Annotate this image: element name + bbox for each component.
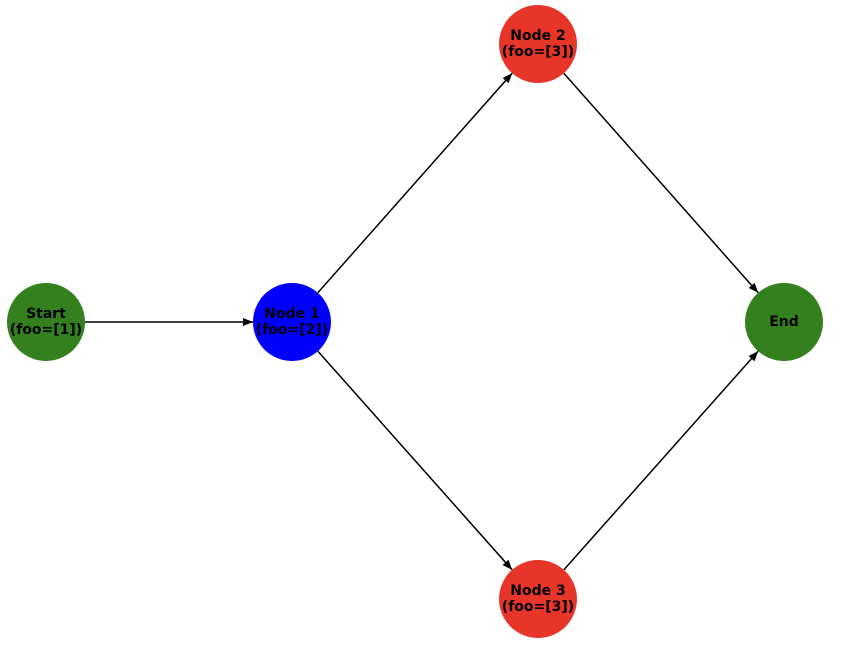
node-label-node3-line-1: Node 3 [510, 583, 565, 599]
edge-node2-to-end [563, 72, 759, 294]
node-label-node2-line-2: (foo=[3]) [502, 44, 574, 60]
node-circle-start [7, 283, 85, 361]
node-label-end-line-1: End [769, 314, 799, 330]
node-label-start-line-2: (foo=[1]) [10, 322, 82, 338]
node-label-node2-line-1: Node 2 [510, 28, 565, 44]
node-circle-end [745, 283, 823, 361]
node-start: Start(foo=[1]) [7, 283, 85, 361]
node-node3: Node 3(foo=[3]) [499, 560, 577, 638]
edge-node1-to-node2 [317, 72, 513, 294]
node-label-node1-line-1: Node 1 [264, 306, 319, 322]
nodes-layer: Start(foo=[1])Node 1(foo=[2])Node 2(foo=… [7, 5, 823, 638]
node-end: End [745, 283, 823, 361]
node-label-start-line-1: Start [26, 306, 66, 322]
node-label-node3-line-2: (foo=[3]) [502, 599, 574, 615]
node-circle-node3 [499, 560, 577, 638]
edge-node1-to-node3 [317, 350, 513, 571]
node-circle-node1 [253, 283, 331, 361]
node-circle-node2 [499, 5, 577, 83]
node-node2: Node 2(foo=[3]) [499, 5, 577, 83]
edges-layer [85, 72, 759, 571]
node-node1: Node 1(foo=[2]) [253, 283, 331, 361]
edge-node3-to-end [563, 350, 759, 571]
node-label-node1-line-2: (foo=[2]) [256, 322, 328, 338]
